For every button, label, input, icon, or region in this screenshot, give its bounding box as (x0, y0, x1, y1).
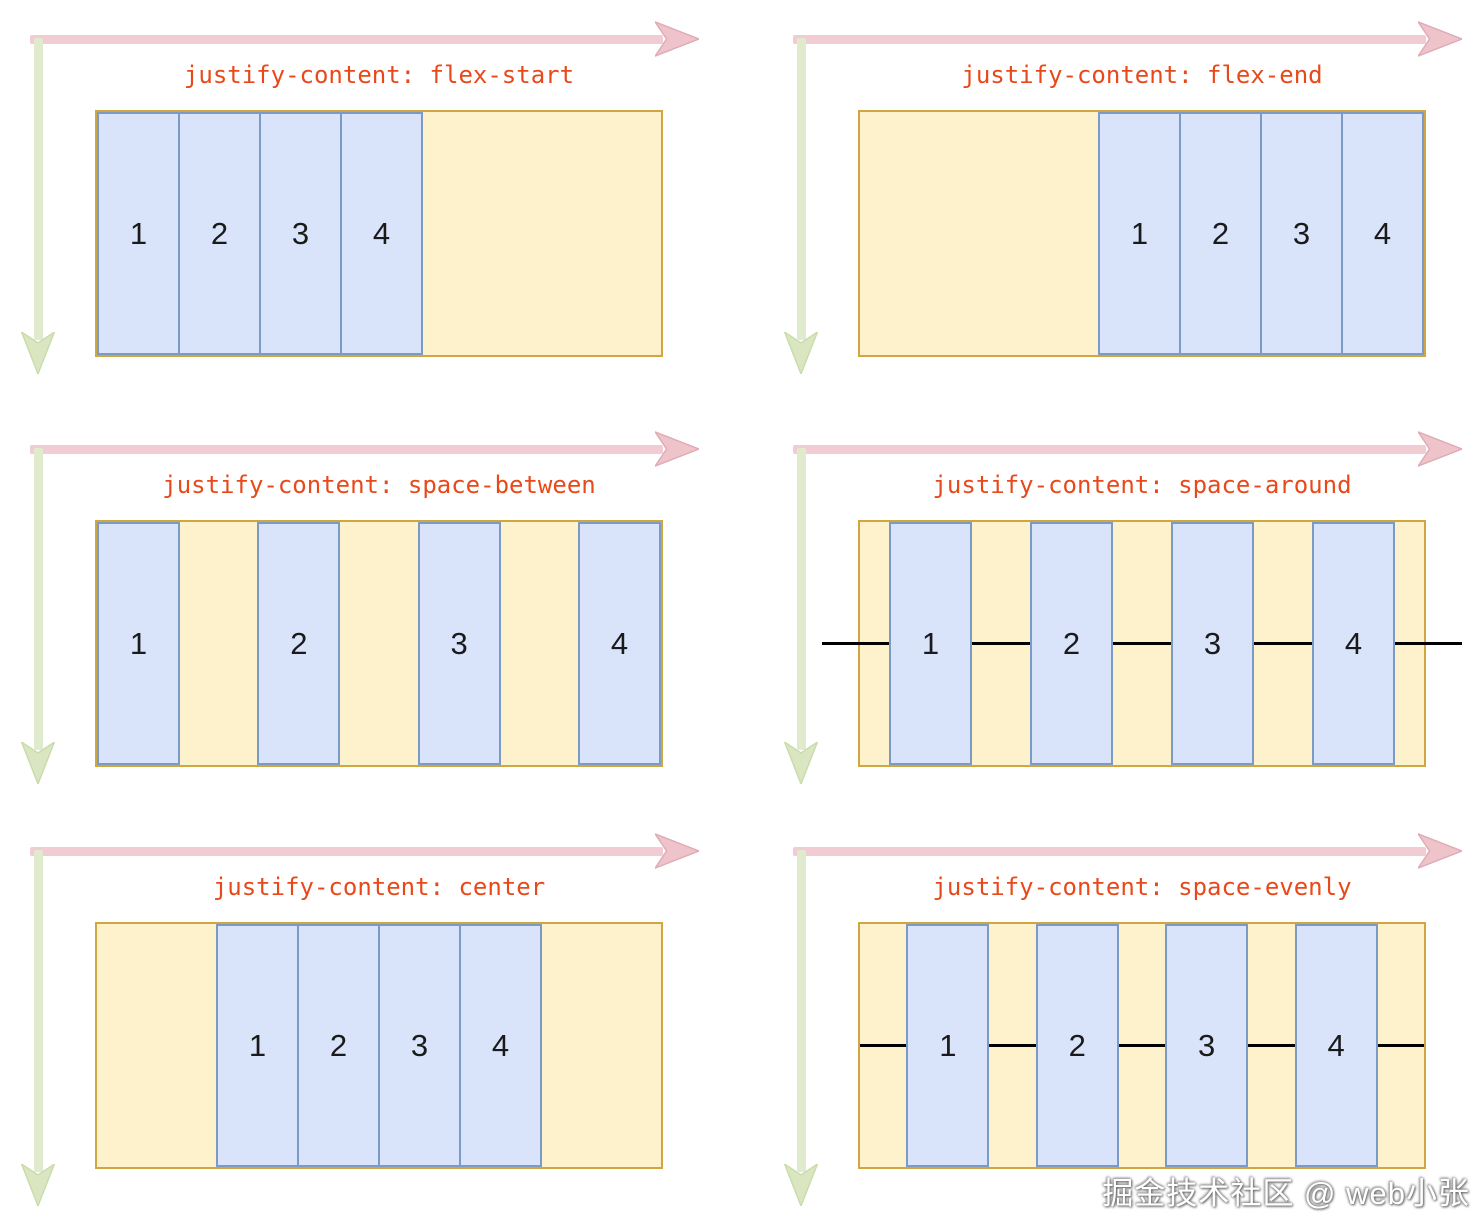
down-arrowhead-icon (783, 742, 819, 784)
x-axis-shaft (793, 444, 1426, 454)
flex-item: 4 (1312, 522, 1395, 765)
x-axis-arrow (793, 21, 1462, 57)
gap-marker-line (1395, 642, 1462, 645)
flex-item: 2 (178, 112, 261, 355)
gap-marker-line (1248, 1044, 1295, 1047)
flex-item: 4 (1294, 924, 1378, 1167)
right-arrowhead-icon (655, 431, 699, 467)
flex-row: 1 2 3 4 (97, 112, 661, 355)
flex-item: 3 (1260, 112, 1343, 355)
right-arrowhead-icon (655, 833, 699, 869)
x-axis-arrow (793, 833, 1462, 869)
panel-space-around: justify-content: space-around 1 2 3 4 (741, 410, 1482, 812)
flex-item: 2 (1179, 112, 1262, 355)
y-axis-arrow (20, 448, 56, 784)
flex-item: 3 (1165, 924, 1249, 1167)
flex-row: 1 2 3 4 (860, 522, 1424, 765)
panel-flex-end: justify-content: flex-end 1 2 3 4 (741, 0, 1482, 410)
gap-marker-line (1254, 642, 1312, 645)
flex-item: 1 (889, 522, 972, 765)
panel-title: justify-content: flex-start (183, 61, 575, 89)
flex-item: 1 (216, 924, 299, 1167)
x-axis-arrow (30, 21, 699, 57)
y-axis-shaft (33, 850, 43, 1172)
flex-container: 1 2 3 4 (858, 110, 1426, 357)
watermark: 掘金技术社区 @ web小张 (1102, 1176, 1470, 1211)
y-axis-arrow (20, 850, 56, 1206)
gap-marker-line (972, 642, 1030, 645)
panel-title: justify-content: space-around (932, 471, 1352, 499)
down-arrowhead-icon (783, 332, 819, 374)
x-axis-shaft (30, 444, 663, 454)
right-arrowhead-icon (1418, 21, 1462, 57)
flex-item: 1 (97, 112, 180, 355)
flex-item: 2 (1035, 924, 1119, 1167)
y-axis-shaft (33, 448, 43, 750)
y-axis-arrow (783, 850, 819, 1206)
down-arrowhead-icon (783, 1164, 819, 1206)
panel-title: justify-content: flex-end (961, 61, 1323, 89)
flex-item: 1 (906, 924, 990, 1167)
gap-marker-line (822, 642, 889, 645)
flex-row: 1 2 3 4 (97, 522, 661, 765)
flex-item: 3 (417, 522, 501, 765)
flex-row: 1 2 3 4 (860, 924, 1424, 1167)
x-axis-shaft (793, 846, 1426, 856)
flex-item: 4 (340, 112, 423, 355)
x-axis-arrow (30, 833, 699, 869)
flex-item: 1 (1098, 112, 1181, 355)
y-axis-shaft (796, 448, 806, 750)
gap-marker-line (860, 1044, 906, 1047)
x-axis-arrow (793, 431, 1462, 467)
flex-container: 1 2 3 4 (858, 922, 1426, 1169)
flex-item: 4 (577, 522, 661, 765)
flex-item: 3 (259, 112, 342, 355)
flex-container: 1 2 3 4 (95, 110, 663, 357)
flex-container: 1 2 3 4 (822, 520, 1462, 767)
down-arrowhead-icon (20, 1164, 56, 1206)
flex-container: 1 2 3 4 (95, 922, 663, 1169)
panel-title: justify-content: space-between (162, 471, 596, 499)
down-arrowhead-icon (20, 332, 56, 374)
flex-container: 1 2 3 4 (95, 520, 663, 767)
down-arrowhead-icon (20, 742, 56, 784)
x-axis-shaft (30, 34, 663, 44)
flex-item: 4 (459, 924, 542, 1167)
panel-title: justify-content: space-evenly (932, 873, 1352, 901)
x-axis-shaft (793, 34, 1426, 44)
gap-marker-line (989, 1044, 1036, 1047)
flex-item: 2 (1030, 522, 1113, 765)
flex-item: 4 (1341, 112, 1424, 355)
panel-center: justify-content: center 1 2 3 4 (0, 812, 741, 1224)
panel-title: justify-content: center (212, 873, 546, 901)
y-axis-shaft (796, 38, 806, 340)
flex-item: 2 (257, 522, 341, 765)
gap-marker-line (1378, 1044, 1424, 1047)
panel-space-evenly: justify-content: space-evenly 1 2 3 4 (741, 812, 1482, 1224)
y-axis-arrow (783, 448, 819, 784)
y-axis-shaft (796, 850, 806, 1172)
flex-row: 1 2 3 4 (860, 112, 1424, 355)
right-arrowhead-icon (1418, 431, 1462, 467)
gap-marker-line (1119, 1044, 1165, 1047)
flex-row: 1 2 3 4 (97, 924, 661, 1167)
x-axis-shaft (30, 846, 663, 856)
flex-item: 2 (297, 924, 380, 1167)
flex-item: 3 (1171, 522, 1254, 765)
y-axis-shaft (33, 38, 43, 340)
panel-flex-start: justify-content: flex-start 1 2 3 4 (0, 0, 741, 410)
gap-marker-line (1113, 642, 1171, 645)
right-arrowhead-icon (1418, 833, 1462, 869)
right-arrowhead-icon (655, 21, 699, 57)
panel-space-between: justify-content: space-between 1 2 3 4 (0, 410, 741, 812)
y-axis-arrow (783, 38, 819, 374)
flex-item: 3 (378, 924, 461, 1167)
x-axis-arrow (30, 431, 699, 467)
flex-item: 1 (97, 522, 180, 765)
y-axis-arrow (20, 38, 56, 374)
